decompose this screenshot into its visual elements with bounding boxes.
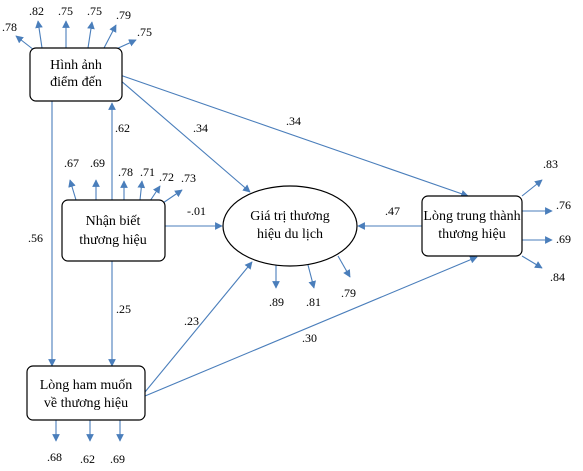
node-label-line1: Hình ảnh: [50, 58, 102, 73]
node-label-line2: thương hiệu: [438, 227, 505, 242]
indicator-arrow: [521, 179, 543, 197]
path-desire-to-loyalty: [144, 256, 478, 397]
loading-label: .83: [543, 157, 558, 171]
node-box: [61, 199, 166, 262]
loading-label: .69: [556, 232, 571, 246]
loading-label: .79: [341, 286, 356, 300]
node-destination-image: Hình ảnh điểm đến: [29, 47, 123, 102]
loading-label: .78: [118, 165, 133, 179]
node-label-line2: thương hiệu: [79, 233, 146, 248]
path-image-to-loyalty: [119, 74, 469, 198]
path-image-to-value: [119, 79, 251, 193]
indicator-arrow: [15, 35, 35, 51]
node-label-line1: Lòng trung thành: [423, 209, 520, 224]
loading-label: .62: [80, 452, 95, 466]
coef-image-to-loyalty: .34: [286, 114, 301, 128]
coef-desire-to-value: .23: [184, 314, 199, 328]
loading-label: .69: [110, 452, 125, 466]
coef-awareness-to-value: -.01: [187, 204, 206, 218]
indicator-arrow: [149, 185, 161, 202]
loading-label: .71: [140, 165, 155, 179]
indicator-arrow: [307, 264, 316, 289]
loading-label: .89: [269, 295, 284, 309]
coef-image-to-value: .34: [193, 121, 208, 135]
indicator-loadings: .78 .82 .75 .75 .79 .75 .67 .69 .78 .71 …: [2, 4, 571, 466]
node-label-line1: Giá trị thương: [250, 209, 330, 224]
node-box: [29, 47, 123, 102]
loading-label: .69: [90, 156, 105, 170]
loading-label: .75: [87, 4, 102, 18]
node-brand-value: Giá trị thương hiệu du lịch: [222, 185, 358, 267]
coef-loyalty-to-value: .47: [385, 204, 400, 218]
loading-label: .79: [116, 8, 131, 22]
node-label-line2: hiệu du lịch: [257, 227, 323, 242]
loading-label: .75: [58, 4, 73, 18]
node-label-line2: về thương hiệu: [44, 396, 128, 411]
loading-label: .73: [181, 171, 196, 185]
coef-awareness-to-image: .62: [115, 121, 130, 135]
structural-paths: [48, 74, 478, 397]
coef-image-to-desire: .56: [28, 231, 43, 245]
path-coefficients: .34 .34 .56 .62 -.01 .25 .47 .23 .30: [28, 114, 400, 345]
loading-label: .68: [47, 450, 62, 464]
loading-label: .81: [306, 295, 321, 309]
node-brand-awareness: Nhận biết thương hiệu: [61, 199, 166, 262]
loading-label: .78: [2, 20, 17, 34]
indicator-arrow: [103, 24, 117, 49]
indicator-arrows: [15, 20, 553, 442]
loading-label: .72: [159, 170, 174, 184]
node-label-line2: điểm đến: [50, 75, 102, 90]
loading-label: .82: [29, 4, 44, 18]
indicator-arrow: [68, 179, 77, 201]
coef-desire-to-loyalty: .30: [302, 331, 317, 345]
indicator-arrow: [35, 20, 43, 49]
node-ellipse: [222, 185, 358, 267]
loading-label: .75: [137, 25, 152, 39]
node-brand-desire: Lòng ham muốn về thương hiệu: [26, 365, 146, 421]
path-desire-to-value: [144, 261, 253, 393]
indicator-arrow: [337, 255, 351, 278]
loading-label: .76: [556, 198, 571, 212]
node-label-line1: Lòng ham muốn: [40, 378, 133, 393]
node-box: [421, 195, 523, 257]
indicator-arrow: [87, 21, 95, 49]
indicator-arrow: [137, 180, 146, 201]
node-brand-loyalty: Lòng trung thành thương hiệu: [421, 195, 523, 257]
coef-awareness-to-desire: .25: [116, 302, 131, 316]
indicator-arrow: [521, 255, 543, 269]
node-box: [26, 365, 146, 421]
loading-label: .84: [550, 270, 565, 284]
loading-label: .67: [64, 156, 79, 170]
node-label-line1: Nhận biết: [86, 214, 141, 229]
